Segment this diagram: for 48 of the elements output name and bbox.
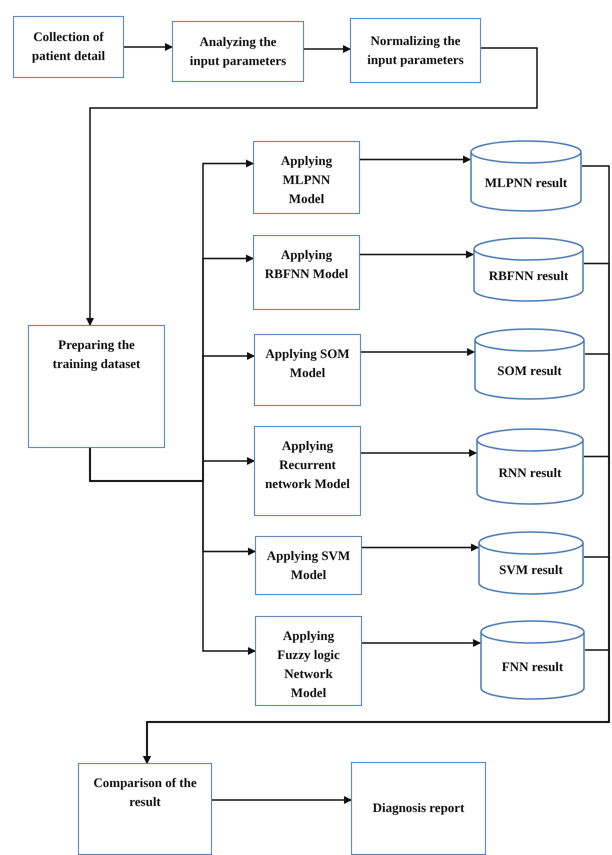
process-box [254,334,361,406]
process-box [351,762,486,855]
node-label: MLPNN result [484,174,568,192]
node-label: Diagnosis report [372,799,464,818]
node-label: SVM result [499,560,563,579]
process-box [254,426,361,516]
process-box [350,18,481,83]
arrow [124,43,173,51]
arrow [361,348,475,356]
process-box [13,16,124,78]
arrow [360,250,474,258]
node-label: Comparison of the result [92,774,198,811]
arrow [361,449,477,457]
node-label: Applying Recurrent network Model [265,437,350,493]
database-cylinder [476,428,584,505]
node-label: RNN result [498,464,562,482]
database-cylinder [473,237,584,302]
node-label: Analyzing the input parameters [188,32,288,70]
node-label: RBFNN result [488,267,568,286]
process-box [172,21,304,82]
arrow [143,649,610,764]
node-label: Applying Fuzzy logic Network Model [276,627,341,702]
process-box [255,616,362,706]
arrow [362,544,479,552]
database-cylinder [480,620,585,700]
process-box [28,325,165,448]
node-label: Applying SOM Model [265,345,350,382]
arrow [86,47,538,326]
node-label: Collection of patient detail [30,28,106,65]
process-box [253,141,360,214]
arrow [89,448,256,655]
database-cylinder [474,328,585,400]
node-label: FNN result [502,658,564,676]
node-label: Preparing the training dataset [52,336,142,373]
database-cylinder [470,140,582,212]
node-label: Applying SVM Model [266,547,351,584]
process-box [253,235,360,310]
process-box [78,763,212,855]
database-cylinder [478,531,584,595]
arrow [304,45,351,53]
node-label: SOM result [497,362,562,380]
arrow [212,796,352,804]
node-label: Applying RBFNN Model [264,246,349,283]
node-label: Normalizing the input parameters [366,32,465,69]
arrow [360,156,471,164]
process-box [255,536,362,595]
node-label: Applying MLPNN Model [280,152,334,208]
arrow [362,639,481,647]
